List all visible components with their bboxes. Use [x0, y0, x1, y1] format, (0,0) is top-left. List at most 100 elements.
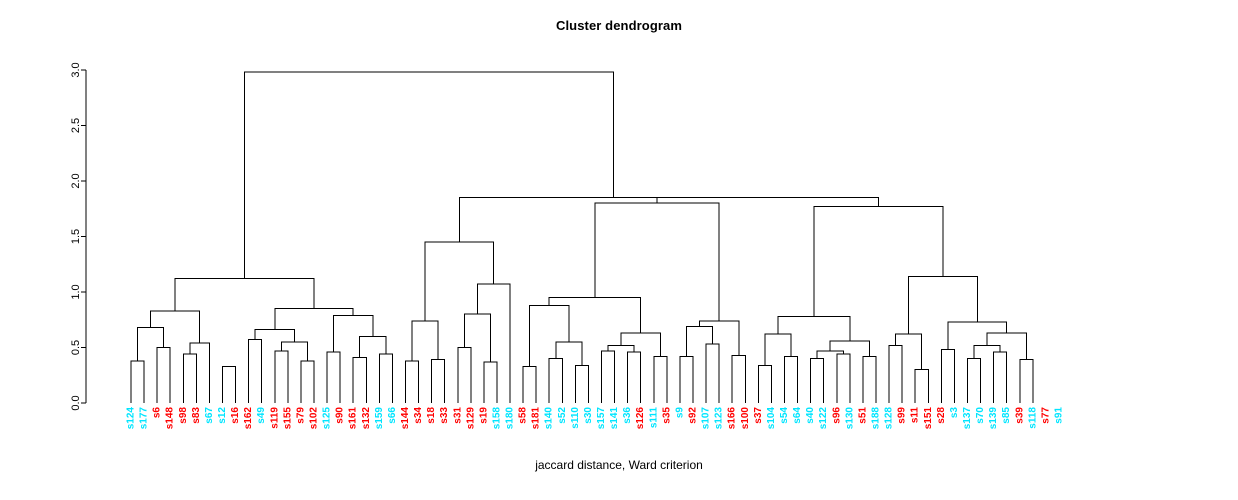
leaf-label: s132	[361, 407, 372, 430]
leaf-label: s3	[949, 407, 960, 419]
dendrogram-link	[548, 358, 563, 403]
dendrogram-link	[731, 354, 746, 403]
leaf-label: s34	[413, 407, 424, 424]
leaf-label: s141	[609, 407, 620, 430]
dendrogram-link	[404, 360, 420, 403]
dendrogram-link	[463, 313, 491, 362]
leaf-label: s51	[857, 407, 868, 424]
leaf-label: s91	[1053, 407, 1064, 424]
leaf-label: s18	[426, 407, 437, 424]
leaf-label: s104	[766, 407, 777, 430]
dendrogram-link	[777, 315, 851, 341]
leaf-label: s100	[740, 407, 751, 430]
dendrogram-link	[274, 350, 289, 403]
leaf-label: s118	[1027, 407, 1038, 429]
leaf-label: s161	[348, 407, 359, 430]
leaf-label: s102	[308, 407, 319, 430]
dendrogram-link	[174, 278, 315, 311]
leaf-label: s85	[1001, 407, 1012, 424]
dendrogram-link	[862, 355, 877, 403]
y-tick-label: 3.0	[70, 62, 82, 77]
dendrogram-link	[940, 349, 955, 403]
leaf-label: s79	[295, 407, 306, 424]
leaf-label: s70	[975, 407, 986, 424]
dendrogram-tree	[130, 71, 1034, 403]
dendrogram-link	[679, 355, 694, 403]
leaf-label: s39	[1014, 407, 1025, 424]
dendrogram-link	[816, 350, 844, 359]
leaf-label: s83	[191, 407, 202, 424]
leaf-label: s67	[204, 407, 215, 424]
leaf-label: s180	[505, 407, 516, 430]
leaf-label: s49	[256, 407, 267, 424]
dendrogram-link	[411, 320, 439, 361]
dendrogram-link	[352, 356, 367, 403]
dendrogram-link	[280, 341, 308, 361]
leaf-label: s37	[753, 407, 764, 424]
leaf-label: s77	[1040, 407, 1051, 424]
dendrogram-link	[601, 350, 616, 403]
leaf-label: s28	[936, 407, 947, 424]
dendrogram-link	[529, 304, 570, 367]
dendrogram-link	[594, 202, 720, 321]
dendrogram-link	[574, 364, 589, 403]
leaf-label: s181	[531, 407, 542, 430]
dendrogram-link	[457, 347, 472, 403]
dendrogram-link	[764, 333, 792, 366]
dendrogram-link	[221, 365, 237, 403]
leaf-label: s177	[139, 407, 150, 430]
dendrogram-link	[156, 347, 171, 403]
dendrogram-link	[548, 297, 642, 334]
dendrogram-link	[656, 197, 879, 207]
y-tick-label: 1.0	[70, 284, 82, 299]
leaf-label: s124	[126, 407, 137, 430]
dendrogram-link	[458, 197, 768, 243]
dendrogram-link	[150, 310, 201, 344]
dendrogram-link	[137, 327, 165, 361]
leaf-label: s125	[322, 407, 333, 430]
y-tick-label: 1.5	[70, 229, 82, 244]
leaf-label: s52	[557, 407, 568, 424]
leaf-label: s92	[688, 407, 699, 424]
dendrogram-link	[653, 355, 668, 403]
leaf-label: s162	[243, 407, 254, 430]
dendrogram-link	[378, 353, 393, 403]
leaf-label: s158	[491, 407, 502, 430]
dendrogram-link	[895, 333, 923, 370]
leaf-label: s111	[648, 407, 659, 429]
leaf-label: s16	[230, 407, 241, 424]
dendrogram-link	[244, 71, 615, 279]
dendrogram-link	[627, 351, 642, 403]
leaf-label: s6	[152, 407, 163, 419]
leaf-label: s54	[779, 407, 790, 424]
leaf-label: s12	[217, 407, 228, 424]
leaf-label: s99	[897, 407, 908, 424]
leaf-label: s126	[635, 407, 646, 430]
leaf-label: s140	[544, 407, 555, 430]
leaf-label: s40	[805, 407, 816, 424]
leaf-label: s96	[831, 407, 842, 424]
dendrogram-link	[810, 358, 825, 403]
y-tick-label: 0.5	[70, 340, 82, 355]
dendrogram-link	[705, 343, 720, 403]
dendrogram-link	[685, 325, 714, 357]
dendrogram-link	[130, 360, 145, 403]
dendrogram-link	[914, 369, 929, 403]
dendrogram-link	[274, 308, 354, 330]
leaf-label: s151	[923, 407, 934, 430]
y-tick-label: 2.0	[70, 173, 82, 188]
y-axis: 0.00.51.01.52.02.53.0	[70, 62, 87, 411]
leaf-label: s90	[335, 407, 346, 424]
leaf-label: s98	[178, 407, 189, 424]
leaf-label: s64	[792, 407, 803, 424]
dendrogram-link	[993, 351, 1008, 403]
dendrogram-link	[189, 342, 210, 403]
page-title: Cluster dendrogram	[555, 18, 683, 33]
leaf-label: s35	[661, 407, 672, 424]
leaf-label: s137	[962, 407, 973, 430]
dendrogram-link	[966, 358, 982, 403]
dendrogram-link	[431, 359, 446, 403]
leaf-label: s128	[884, 407, 895, 430]
dendrogram-link	[182, 353, 197, 403]
